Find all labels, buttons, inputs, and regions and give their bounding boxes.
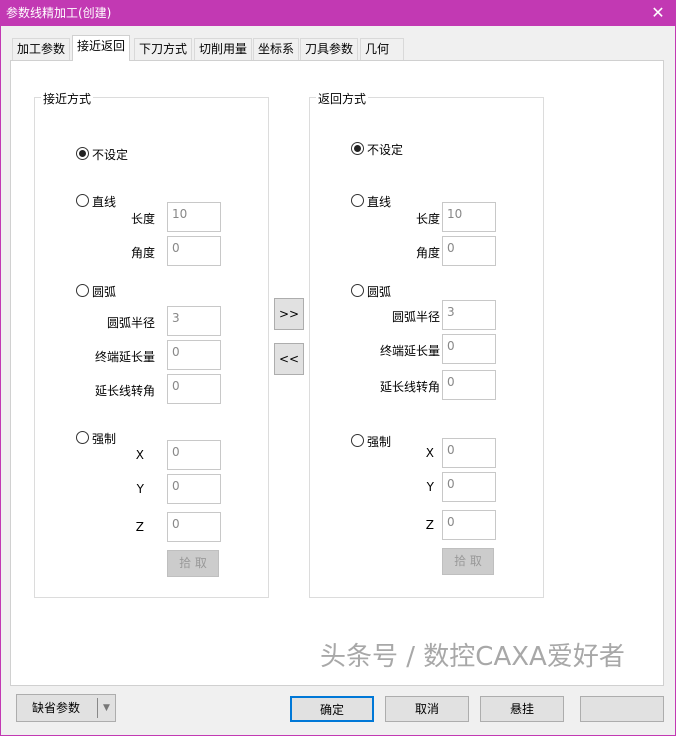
tab-approach-retract[interactable]: 接近返回: [72, 35, 131, 61]
group-title: 返回方式: [316, 90, 369, 107]
extra-button[interactable]: [580, 696, 664, 722]
x-input[interactable]: 0: [442, 438, 496, 468]
angle-label: 角度: [130, 246, 155, 260]
z-input[interactable]: 0: [167, 512, 221, 542]
tab-cutting[interactable]: 切削用量: [194, 38, 253, 60]
x-input[interactable]: 0: [167, 440, 221, 470]
z-label: Z: [135, 520, 144, 534]
length-label: 长度: [415, 212, 440, 226]
tab-panel: [10, 60, 664, 686]
radio-label-force[interactable]: 强制: [92, 432, 117, 446]
ext-input[interactable]: 0: [442, 334, 496, 364]
tab-machining-params[interactable]: 加工参数: [12, 38, 71, 60]
tab-label: 几何: [365, 42, 390, 56]
radio-force[interactable]: [76, 431, 89, 444]
close-icon[interactable]: ✕: [651, 3, 665, 22]
x-label: X: [135, 448, 144, 462]
y-label: Y: [136, 482, 144, 496]
copy-left-button[interactable]: <<: [274, 343, 304, 375]
chevron-down-icon[interactable]: ▼: [103, 703, 110, 713]
tab-label: 接近返回: [77, 39, 126, 53]
ext_angle-input[interactable]: 0: [167, 374, 221, 404]
radio-label-none[interactable]: 不设定: [367, 143, 404, 157]
radio-none[interactable]: [351, 142, 364, 155]
ext_angle-label: 延长线转角: [379, 380, 440, 394]
y-input[interactable]: 0: [167, 474, 221, 504]
radio-force[interactable]: [351, 434, 364, 447]
radius-input[interactable]: 3: [442, 300, 496, 330]
length-input[interactable]: 10: [442, 202, 496, 232]
radio-arc[interactable]: [351, 284, 364, 297]
tab-label: 加工参数: [17, 42, 66, 56]
ext_angle-label: 延长线转角: [94, 384, 155, 398]
cancel-button[interactable]: 取消: [385, 696, 469, 722]
tab-label: 切削用量: [199, 42, 248, 56]
defaults-button[interactable]: 缺省参数 ▼: [16, 694, 116, 722]
radio-label-arc[interactable]: 圆弧: [367, 285, 392, 299]
radio-arc[interactable]: [76, 284, 89, 297]
length-label: 长度: [130, 212, 155, 226]
radio-none[interactable]: [76, 147, 89, 160]
radio-label-arc[interactable]: 圆弧: [92, 285, 117, 299]
window-title: 参数线精加工(创建): [6, 6, 112, 20]
angle-input[interactable]: 0: [442, 236, 496, 266]
z-label: Z: [425, 518, 434, 532]
radio-line[interactable]: [351, 194, 364, 207]
pick-button[interactable]: 拾 取: [442, 548, 494, 575]
pick-button[interactable]: 拾 取: [167, 550, 219, 577]
tab-label: 坐标系: [258, 42, 295, 56]
radius-input[interactable]: 3: [167, 306, 221, 336]
radio-label-none[interactable]: 不设定: [92, 148, 129, 162]
ext_angle-input[interactable]: 0: [442, 370, 496, 400]
x-label: X: [425, 446, 434, 460]
ext-label: 终端延长量: [94, 350, 155, 364]
tab-tool[interactable]: 刀具参数: [300, 38, 359, 60]
angle-label: 角度: [415, 246, 440, 260]
length-input[interactable]: 10: [167, 202, 221, 232]
radio-label-line[interactable]: 直线: [92, 195, 117, 209]
defaults-label: 缺省参数: [32, 701, 81, 715]
ok-button[interactable]: 确定: [290, 696, 374, 722]
angle-input[interactable]: 0: [167, 236, 221, 266]
radius-label: 圆弧半径: [106, 316, 155, 330]
watermark: 头条号 / 数控CAXA爱好者: [320, 642, 625, 672]
ext-input[interactable]: 0: [167, 340, 221, 370]
z-input[interactable]: 0: [442, 510, 496, 540]
radius-label: 圆弧半径: [391, 310, 440, 324]
radio-label-line[interactable]: 直线: [367, 195, 392, 209]
suspend-button[interactable]: 悬挂: [480, 696, 564, 722]
title-bar: 参数线精加工(创建): [0, 0, 676, 26]
copy-right-button[interactable]: >>: [274, 298, 304, 330]
radio-label-force[interactable]: 强制: [367, 435, 392, 449]
y-input[interactable]: 0: [442, 472, 496, 502]
tab-plunge[interactable]: 下刀方式: [134, 38, 193, 60]
tab-label: 下刀方式: [139, 42, 188, 56]
y-label: Y: [426, 480, 434, 494]
tab-label: 刀具参数: [305, 42, 354, 56]
tab-geometry[interactable]: 几何: [360, 38, 404, 60]
tab-coordinates[interactable]: 坐标系: [253, 38, 300, 60]
group-title: 接近方式: [41, 90, 94, 107]
radio-line[interactable]: [76, 194, 89, 207]
ext-label: 终端延长量: [379, 344, 440, 358]
